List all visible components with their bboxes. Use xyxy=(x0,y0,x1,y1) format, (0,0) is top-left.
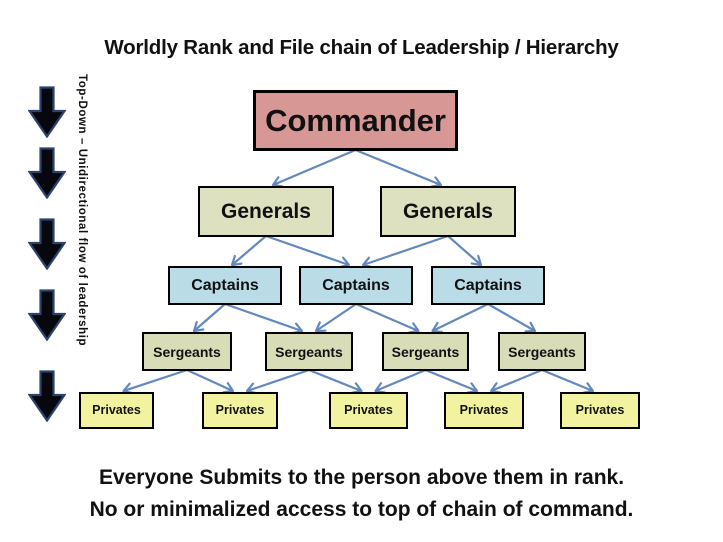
down-arrow-icon xyxy=(28,86,66,138)
node-private-5: Privates xyxy=(560,392,640,429)
node-commander: Commander xyxy=(253,90,458,151)
node-private-2: Privates xyxy=(202,392,278,429)
node-sergeant-2: Sergeants xyxy=(265,332,353,371)
footer-line-2: No or minimalized access to top of chain… xyxy=(89,498,634,521)
node-general-1: Generals xyxy=(198,186,334,237)
down-arrow-icon xyxy=(28,147,66,199)
footer-line-1: Everyone Submits to the person above the… xyxy=(98,466,625,489)
page-title: Worldly Rank and File chain of Leadershi… xyxy=(104,36,619,59)
node-captain-1: Captains xyxy=(168,266,282,305)
node-private-1: Privates xyxy=(79,392,154,429)
node-sergeant-1: Sergeants xyxy=(142,332,232,371)
down-arrow-icon xyxy=(28,289,66,341)
side-flow-label: Top-Down – Unidirectional flow of leader… xyxy=(76,74,88,347)
down-arrow-icon xyxy=(28,218,66,270)
node-general-2: Generals xyxy=(380,186,516,237)
node-captain-3: Captains xyxy=(431,266,545,305)
node-sergeant-3: Sergeants xyxy=(382,332,469,371)
node-private-3: Privates xyxy=(329,392,408,429)
node-sergeant-4: Sergeants xyxy=(498,332,586,371)
footer-caption: Everyone Submits to the person above the… xyxy=(0,462,723,526)
down-arrow-icon xyxy=(28,370,66,422)
node-private-4: Privates xyxy=(444,392,524,429)
node-captain-2: Captains xyxy=(299,266,413,305)
